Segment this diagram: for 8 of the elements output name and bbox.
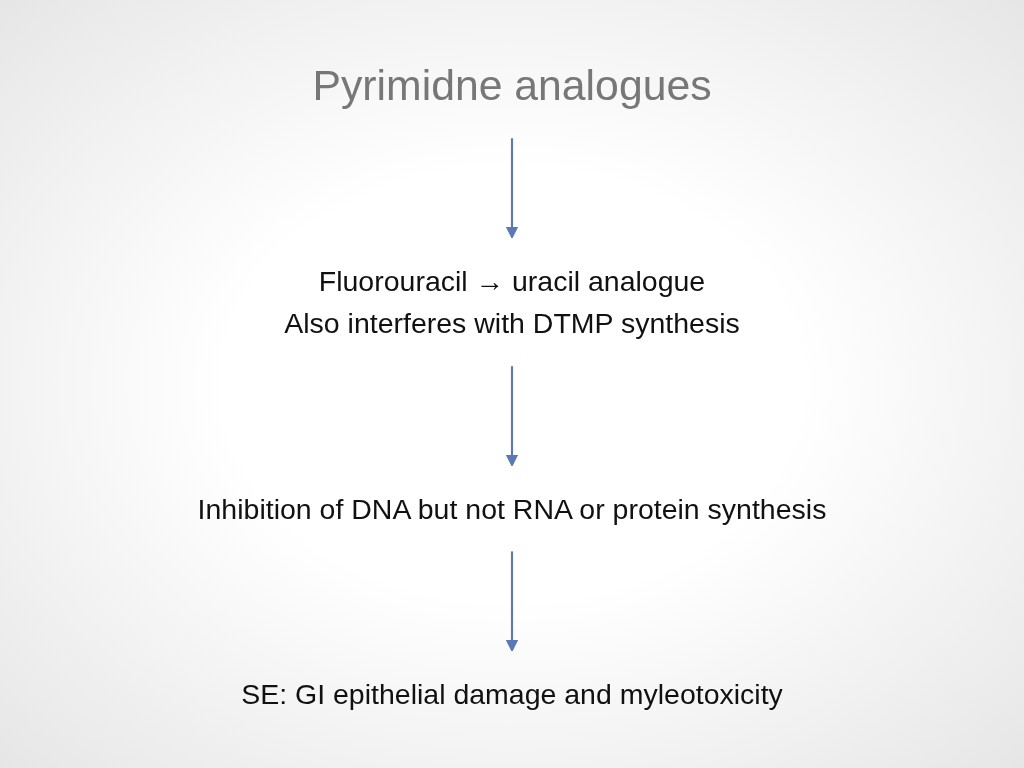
node-text: Pyrimidne analogues	[312, 61, 712, 109]
arrow	[505, 366, 519, 467]
node-text: Inhibition of DNA but not RNA or protein synthesis	[197, 492, 827, 525]
arrow	[505, 138, 519, 239]
node-text: Fluorouracil → uracil analogue Also interferes with DTMP synthesis	[284, 265, 740, 340]
node-text: SE: GI epithelial damage and myleotoxicity	[241, 678, 783, 710]
flowchart: Pyrimidne analogues Fluorouracil → uracil analogue Also interferes with DTMP synthesis Inhibition of DNA but not RNA or protein synthesis SE: GI epithelial damage and myleotoxicity	[20, 20, 1004, 748]
arrow	[505, 551, 519, 652]
